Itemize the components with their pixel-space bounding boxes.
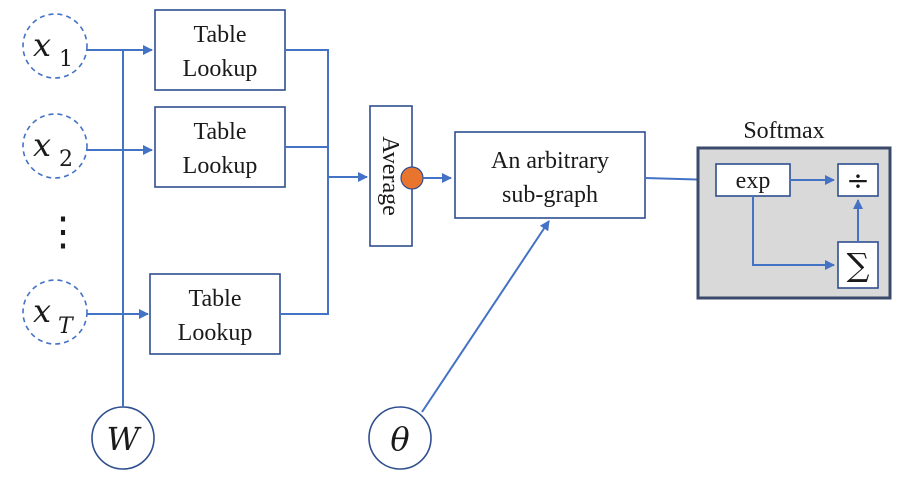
softmax-title: Softmax (743, 118, 824, 144)
divide-box: ÷ (837, 163, 879, 197)
weight-node-W: W (91, 406, 155, 470)
table-lookup-box-2: Table Lookup (154, 106, 286, 188)
average-output-dot (400, 166, 424, 190)
average-label: Average (377, 136, 403, 216)
theta-label: θ (390, 420, 409, 458)
sum-box: ∑ (837, 241, 879, 289)
input-var: x (33, 126, 51, 164)
arrow-theta-subgraph (421, 220, 550, 413)
softmax-box: exp ÷ ∑ (696, 146, 892, 300)
input-sub: 2 (59, 147, 73, 172)
subgraph-box: An arbitrary sub-graph (454, 131, 646, 219)
lookup-line2: Lookup (183, 153, 258, 179)
input-var: x (33, 292, 51, 330)
table-lookup-box-1: Table Lookup (154, 9, 286, 91)
lookup-line2: Lookup (183, 56, 258, 82)
lookup-bus (280, 49, 329, 315)
input-node-x2: x 2 (22, 113, 88, 179)
ellipsis: ⋮ (43, 209, 83, 255)
input-var: x (33, 26, 51, 64)
input-node-xT: x T (22, 279, 88, 345)
table-lookup-box-3: Table Lookup (149, 273, 281, 355)
divide-icon: ÷ (846, 164, 869, 197)
input-node-x1: x 1 (22, 13, 88, 79)
exp-label: exp (736, 168, 771, 194)
subgraph-line1: An arbitrary (491, 148, 609, 174)
lookup-line1: Table (189, 286, 242, 312)
lookup-line1: Table (194, 119, 247, 145)
lookup-line1: Table (194, 22, 247, 48)
input-sub: T (58, 314, 75, 339)
lookup-line2: Lookup (178, 320, 253, 346)
theta-node: θ (368, 406, 432, 470)
weight-label: W (107, 420, 143, 458)
exp-box: exp (715, 163, 791, 197)
sum-icon: ∑ (847, 246, 870, 284)
subgraph-line2: sub-graph (502, 182, 598, 208)
input-sub: 1 (59, 47, 73, 72)
arrow-exp-sum (752, 196, 835, 270)
